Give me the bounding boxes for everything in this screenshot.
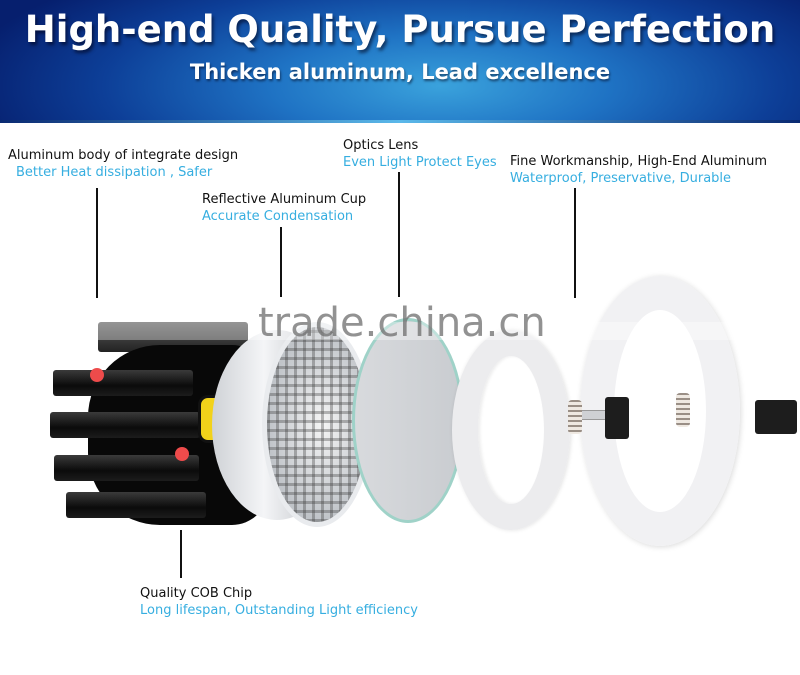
callout-subtitle: Waterproof, Preservative, Durable	[510, 171, 732, 186]
watermark-text: trade.china.cn	[258, 300, 546, 346]
callout-fine-workmanship: Fine Workmanship, High-End Aluminum Wate…	[510, 153, 767, 187]
heatsink-fin	[53, 370, 193, 396]
callout-subtitle: Even Light Protect Eyes	[343, 155, 497, 170]
trim-ring-image	[452, 330, 570, 530]
callout-subtitle: Accurate Condensation	[202, 209, 354, 224]
callout-reflective-cup: Reflective Aluminum Cup Accurate Condens…	[202, 191, 366, 225]
optics-lens-image	[352, 318, 464, 523]
spring-clip-icon	[676, 393, 690, 427]
callout-title: Aluminum body of integrate design	[8, 148, 239, 163]
callout-title: Fine Workmanship, High-End Aluminum	[510, 154, 768, 169]
callout-title: Quality COB Chip	[140, 586, 253, 601]
watermark-band	[55, 322, 800, 340]
banner-title: High-end Quality, Pursue Perfection	[24, 8, 776, 51]
clip-tab	[605, 397, 629, 439]
callout-aluminum-body: Aluminum body of integrate design Better…	[8, 147, 238, 181]
callout-subtitle: Better Heat dissipation , Safer	[16, 165, 213, 180]
callout-title: Optics Lens	[343, 138, 419, 153]
leader-line-optics-lens	[398, 172, 400, 297]
marker-dot	[90, 368, 104, 382]
heatsink-fin	[66, 492, 206, 518]
callout-title: Reflective Aluminum Cup	[202, 192, 367, 207]
leader-line-cob-chip	[180, 530, 182, 578]
marker-dot	[175, 447, 189, 461]
clip-tab	[755, 400, 797, 434]
banner-subtitle: Thicken aluminum, Lead excellence	[189, 60, 611, 84]
heatsink-fin	[50, 412, 200, 438]
header-banner: High-end Quality, Pursue Perfection Thic…	[0, 0, 800, 123]
callout-subtitle: Long lifespan, Outstanding Light efficie…	[140, 603, 418, 618]
spring-clip-icon	[568, 400, 582, 434]
leader-line-fine-workmanship	[574, 188, 576, 298]
callout-cob-chip: Quality COB Chip Long lifespan, Outstand…	[140, 585, 418, 619]
callout-optics-lens: Optics Lens Even Light Protect Eyes	[343, 137, 497, 171]
leader-line-aluminum-body	[96, 188, 98, 298]
leader-line-reflective-cup	[280, 227, 282, 297]
heatsink-fin	[54, 455, 199, 481]
